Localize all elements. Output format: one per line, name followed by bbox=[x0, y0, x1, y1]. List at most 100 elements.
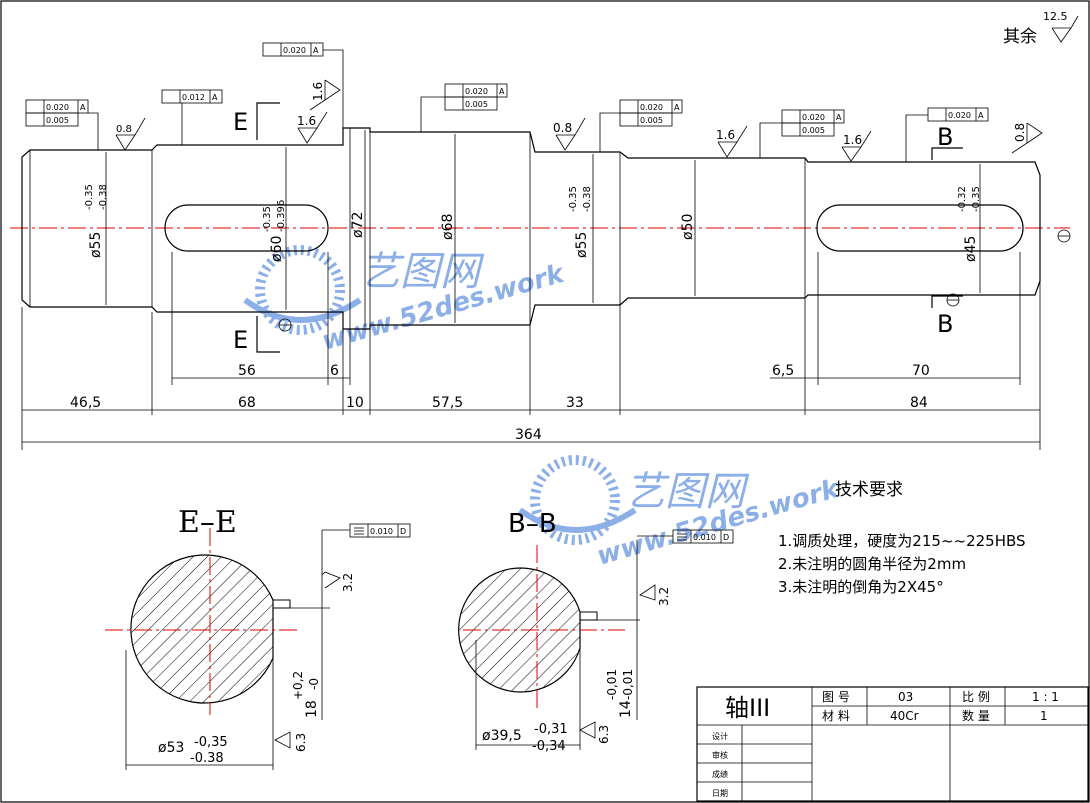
svg-text:0.020: 0.020 bbox=[802, 113, 825, 122]
svg-text:A: A bbox=[978, 111, 984, 120]
svg-text:6.3: 6.3 bbox=[597, 725, 611, 744]
svg-text:3.2: 3.2 bbox=[657, 587, 671, 606]
svg-text:57,5: 57,5 bbox=[432, 395, 463, 411]
section-label-B-top: B bbox=[937, 123, 953, 151]
svg-text:-0,31: -0,31 bbox=[534, 722, 568, 737]
svg-text:1.6: 1.6 bbox=[843, 133, 862, 147]
bb-dia: ø39,5 bbox=[482, 728, 522, 744]
svg-text:-0.38: -0.38 bbox=[582, 186, 593, 212]
tolerance-frames: 0.020 A 0.005 0.012 A 0.020 A 0.020 A 0.… bbox=[25, 42, 989, 162]
roughness-other-label: 其余 bbox=[1003, 27, 1037, 47]
svg-text:0.020: 0.020 bbox=[640, 103, 663, 112]
svg-text:46,5: 46,5 bbox=[70, 395, 101, 411]
svg-text:6.3: 6.3 bbox=[294, 733, 308, 752]
part-name: 轴III bbox=[725, 694, 770, 722]
svg-text:-0.35: -0.35 bbox=[84, 184, 95, 210]
svg-text:成绩: 成绩 bbox=[712, 769, 728, 779]
svg-text:数 量: 数 量 bbox=[962, 708, 990, 723]
section-bb: B–B ø39,5 -0,31 -0,34 14 -0,01 -0,01 3.2… bbox=[458, 509, 734, 754]
svg-text:比 例: 比 例 bbox=[962, 690, 990, 704]
svg-text:材 料: 材 料 bbox=[822, 709, 850, 723]
watermark-brand: 艺图网 bbox=[625, 469, 750, 515]
svg-text:0.020: 0.020 bbox=[283, 46, 306, 55]
svg-text:0.012: 0.012 bbox=[182, 93, 205, 102]
svg-text:1: 1 bbox=[1040, 709, 1048, 723]
svg-text:-0.35: -0.35 bbox=[262, 206, 273, 232]
svg-text:0.010: 0.010 bbox=[370, 527, 393, 536]
requirements-title: 技术要求 bbox=[835, 480, 903, 500]
watermark-1: 艺图网 www.52des.work bbox=[243, 245, 569, 357]
svg-text:-0.35: -0.35 bbox=[568, 186, 579, 212]
dim-d7: ø45 bbox=[963, 236, 979, 262]
svg-text:1.6: 1.6 bbox=[716, 128, 735, 142]
svg-text:-0.38: -0.38 bbox=[190, 751, 224, 766]
svg-text:-0,01: -0,01 bbox=[605, 669, 619, 700]
svg-text:68: 68 bbox=[238, 395, 256, 411]
svg-text:0.010: 0.010 bbox=[693, 533, 716, 542]
svg-text:A: A bbox=[212, 93, 218, 102]
dim-d1: ø55 bbox=[88, 232, 104, 258]
svg-text:图 号: 图 号 bbox=[822, 690, 850, 704]
svg-text:A: A bbox=[499, 87, 505, 96]
diameter-dims: ø55 -0.35 -0.38 ø60 -0.35 -0.396 ø72 ø68… bbox=[84, 130, 982, 327]
shaft-outline bbox=[10, 127, 1070, 330]
svg-text:0.005: 0.005 bbox=[802, 126, 825, 135]
svg-text:-0.38: -0.38 bbox=[98, 184, 109, 210]
svg-text:-0,35: -0,35 bbox=[194, 735, 228, 750]
svg-text:6: 6 bbox=[330, 363, 339, 379]
svg-text:3.2: 3.2 bbox=[341, 573, 355, 592]
svg-text:0.020: 0.020 bbox=[948, 111, 971, 120]
svg-text:33: 33 bbox=[566, 395, 584, 411]
keyway-right bbox=[816, 204, 1024, 252]
section-bb-title: B–B bbox=[508, 509, 557, 539]
dim-d4: ø68 bbox=[440, 214, 456, 240]
dim-d6: ø50 bbox=[680, 214, 696, 240]
svg-text:A: A bbox=[80, 103, 86, 112]
watermark-globe-icon bbox=[255, 245, 345, 335]
svg-text:-0.35: -0.35 bbox=[971, 186, 982, 212]
svg-text:D: D bbox=[400, 527, 406, 536]
svg-text:1.6: 1.6 bbox=[311, 82, 325, 101]
roughness-marks: 0.8 1.6 1.6 0.8 1.6 1.6 0.8 bbox=[115, 79, 1043, 162]
svg-text:18: 18 bbox=[304, 700, 320, 718]
svg-text:审核: 审核 bbox=[712, 750, 728, 760]
svg-text:0.005: 0.005 bbox=[46, 116, 69, 125]
section-markers: E E B B bbox=[233, 102, 963, 354]
svg-text:A: A bbox=[674, 103, 680, 112]
datum-symbols bbox=[278, 229, 1071, 332]
section-ee-title: E–E bbox=[178, 505, 237, 540]
svg-text:设计: 设计 bbox=[712, 731, 728, 741]
svg-text:0.020: 0.020 bbox=[465, 87, 488, 96]
svg-text:日期: 日期 bbox=[712, 789, 728, 798]
svg-text:14: 14 bbox=[618, 700, 634, 718]
roughness-other-value: 12.5 bbox=[1043, 10, 1068, 23]
svg-text:03: 03 bbox=[898, 690, 913, 704]
title-block: 轴III 图 号 03 材 料 40Cr 比 例 1 : 1 数 量 1 设计 … bbox=[696, 686, 1089, 802]
svg-text:364: 364 bbox=[515, 427, 542, 443]
svg-text:0.020: 0.020 bbox=[46, 103, 69, 112]
svg-text:10: 10 bbox=[346, 395, 364, 411]
svg-text:A: A bbox=[313, 46, 319, 55]
svg-text:D: D bbox=[723, 533, 729, 542]
section-label-B-bottom: B bbox=[937, 310, 953, 338]
section-label-E-bottom: E bbox=[233, 326, 248, 354]
svg-text:-0.32: -0.32 bbox=[957, 186, 968, 212]
svg-text:0.005: 0.005 bbox=[465, 100, 488, 109]
requirement-1: 1.调质处理，硬度为215~~225HBS bbox=[778, 532, 1026, 550]
svg-text:56: 56 bbox=[238, 363, 256, 379]
svg-text:1.6: 1.6 bbox=[297, 114, 316, 128]
dim-d2: ø60 bbox=[269, 236, 285, 262]
svg-text:70: 70 bbox=[912, 363, 930, 379]
svg-text:6,5: 6,5 bbox=[772, 363, 794, 379]
technical-requirements: 技术要求 1.调质处理，硬度为215~~225HBS 2.未注明的圆角半径为2m… bbox=[778, 480, 1026, 596]
svg-text:+0,2: +0,2 bbox=[291, 671, 305, 700]
svg-text:40Cr: 40Cr bbox=[890, 709, 919, 723]
svg-text:-0,01: -0,01 bbox=[621, 669, 635, 700]
svg-text:0.8: 0.8 bbox=[1013, 123, 1027, 142]
dim-d5: ø55 bbox=[574, 232, 590, 258]
roughness-other: 其余 12.5 bbox=[1003, 10, 1079, 47]
svg-text:0.8: 0.8 bbox=[553, 121, 572, 135]
keyway-left bbox=[164, 204, 329, 252]
